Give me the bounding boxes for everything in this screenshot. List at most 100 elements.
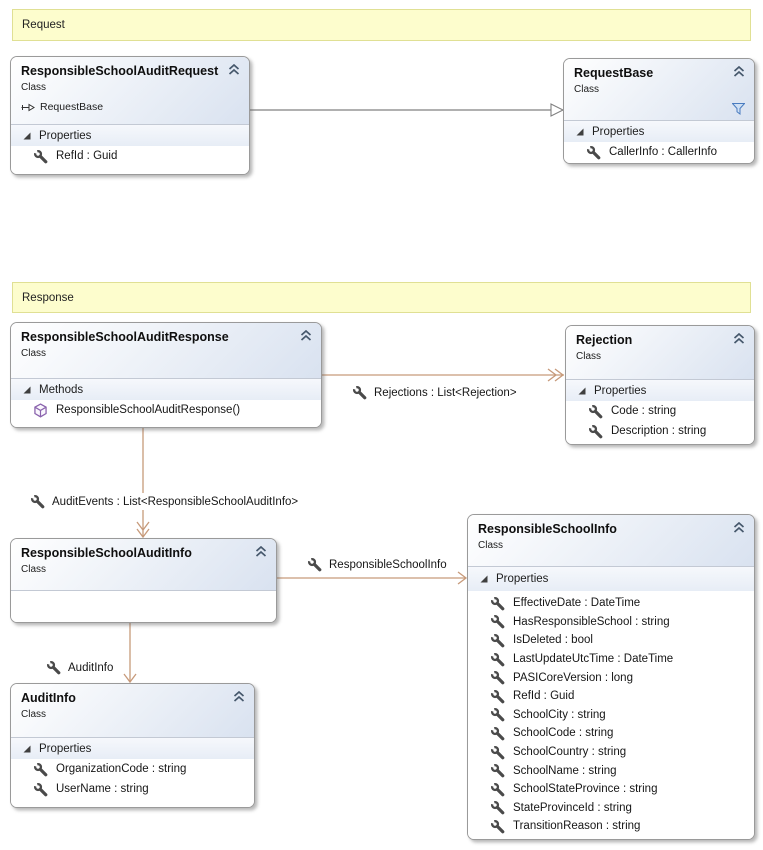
property-wrench-icon xyxy=(490,781,505,797)
filter-icon[interactable] xyxy=(732,103,745,115)
expander-icon[interactable] xyxy=(576,128,584,136)
section-label: Properties xyxy=(592,125,645,138)
chevron-arrowhead xyxy=(547,368,558,382)
comment-label: Request xyxy=(22,19,65,31)
chevron-arrowhead xyxy=(457,571,468,585)
property-row[interactable]: CallerInfo : CallerInfo xyxy=(564,142,754,162)
property-row[interactable]: SchoolCode : string xyxy=(468,724,754,743)
method-row[interactable]: ResponsibleSchoolAuditResponse() xyxy=(11,400,321,420)
property-wrench-icon xyxy=(490,651,505,666)
class-title: ResponsibleSchoolAuditRequest xyxy=(21,64,219,78)
class-box-responsible-school-audit-request[interactable]: ResponsibleSchoolAuditRequest Class Requ… xyxy=(10,56,250,175)
class-title: AuditInfo xyxy=(21,691,76,705)
class-box-rejection[interactable]: Rejection Class Properties Code : string xyxy=(565,325,755,445)
collapse-chevron-icon[interactable] xyxy=(733,66,745,77)
hollow-triangle-arrowhead xyxy=(550,103,565,117)
property-row[interactable]: TransitionReason : string xyxy=(468,817,754,836)
property-wrench-icon xyxy=(33,781,48,796)
member-text: LastUpdateUtcTime : DateTime xyxy=(513,653,674,666)
class-box-responsible-school-audit-response[interactable]: ResponsibleSchoolAuditResponse Class Met… xyxy=(10,322,322,428)
property-row[interactable]: HasResponsibleSchool : string xyxy=(468,613,754,632)
base-type-arrow-icon xyxy=(21,103,35,111)
expander-icon[interactable] xyxy=(23,745,31,753)
properties-section-header[interactable]: Properties xyxy=(11,125,249,146)
responsible-school-info-association-label[interactable]: ResponsibleSchoolInfo xyxy=(304,556,450,573)
class-header: AuditInfo Class xyxy=(11,684,254,738)
property-row[interactable]: Code : string xyxy=(566,401,754,421)
properties-section-header[interactable]: Properties xyxy=(468,567,754,591)
property-row[interactable]: RefId : Guid xyxy=(11,146,249,166)
properties-section-header[interactable]: Properties xyxy=(11,738,254,759)
property-row[interactable]: SchoolName : string xyxy=(468,761,754,780)
collapse-chevron-icon[interactable] xyxy=(228,64,240,75)
property-row[interactable]: PASICoreVersion : long xyxy=(468,668,754,687)
member-text: ResponsibleSchoolAuditResponse() xyxy=(56,404,241,416)
class-box-responsible-school-info[interactable]: ResponsibleSchoolInfo Class Properties E… xyxy=(467,514,755,840)
base-type-ref: RequestBase xyxy=(21,101,239,113)
comment-band-response[interactable]: Response xyxy=(12,282,751,313)
property-wrench-icon xyxy=(307,557,322,572)
audit-info-association-label[interactable]: AuditInfo xyxy=(43,659,117,676)
class-box-audit-info[interactable]: AuditInfo Class Properties OrganizationC… xyxy=(10,683,255,808)
property-row[interactable]: SchoolCountry : string xyxy=(468,743,754,762)
member-list: RefId : Guid xyxy=(11,146,249,174)
audit-events-association-label[interactable]: AuditEvents : List<ResponsibleSchoolAudi… xyxy=(27,493,302,510)
chevron-arrowhead xyxy=(136,528,150,539)
member-text: TransitionReason : string xyxy=(513,820,641,833)
properties-section-header[interactable]: Properties xyxy=(564,121,754,142)
class-kind: Class xyxy=(21,348,47,359)
property-wrench-icon xyxy=(490,763,505,778)
expander-icon[interactable] xyxy=(480,575,488,583)
section-label: Properties xyxy=(594,384,647,397)
methods-section-header[interactable]: Methods xyxy=(11,379,321,400)
member-list: EffectiveDate : DateTime HasResponsibleS… xyxy=(468,591,754,839)
property-row[interactable]: RefId : Guid xyxy=(468,687,754,706)
member-text: IsDeleted : bool xyxy=(513,634,593,647)
property-wrench-icon xyxy=(352,385,367,400)
audit-info-connector xyxy=(123,623,137,684)
property-row[interactable]: LastUpdateUtcTime : DateTime xyxy=(468,650,754,669)
collapse-chevron-icon[interactable] xyxy=(233,691,245,702)
property-wrench-icon xyxy=(33,148,48,163)
property-wrench-icon xyxy=(46,660,61,675)
property-row[interactable]: UserName : string xyxy=(11,779,254,799)
collapse-chevron-icon[interactable] xyxy=(733,522,745,533)
class-header: ResponsibleSchoolAuditResponse Class xyxy=(11,323,321,379)
comment-label: Response xyxy=(22,291,74,304)
class-kind: Class xyxy=(21,82,47,93)
member-text: EffectiveDate : DateTime xyxy=(513,597,641,610)
class-header: Rejection Class xyxy=(566,326,754,380)
class-kind: Class xyxy=(478,540,504,551)
expander-icon[interactable] xyxy=(23,386,31,394)
class-box-request-base[interactable]: RequestBase Class Properties xyxy=(563,58,755,164)
member-text: StateProvinceId : string xyxy=(513,801,632,814)
member-text: RefId : Guid xyxy=(56,150,118,162)
property-row[interactable]: StateProvinceId : string xyxy=(468,799,754,818)
empty-member-area xyxy=(11,591,276,622)
member-text: CallerInfo : CallerInfo xyxy=(609,146,718,158)
property-wrench-icon xyxy=(586,144,601,159)
property-wrench-icon xyxy=(490,595,505,611)
property-row[interactable]: Description : string xyxy=(566,421,754,441)
properties-section-header[interactable]: Properties xyxy=(566,380,754,401)
collapse-chevron-icon[interactable] xyxy=(255,546,267,557)
association-label-text: AuditInfo xyxy=(68,661,114,674)
property-row[interactable]: EffectiveDate : DateTime xyxy=(468,594,754,613)
property-row[interactable]: IsDeleted : bool xyxy=(468,631,754,650)
inheritance-connector xyxy=(250,103,565,117)
property-row[interactable]: SchoolCity : string xyxy=(468,706,754,725)
class-box-responsible-school-audit-info[interactable]: ResponsibleSchoolAuditInfo Class xyxy=(10,538,277,623)
collapse-chevron-icon[interactable] xyxy=(733,333,745,344)
expander-icon[interactable] xyxy=(23,132,31,140)
expander-icon[interactable] xyxy=(578,387,586,395)
member-list: ResponsibleSchoolAuditResponse() xyxy=(11,400,321,427)
rejections-association-label[interactable]: Rejections : List<Rejection> xyxy=(349,384,520,401)
property-row[interactable]: SchoolStateProvince : string xyxy=(468,780,754,799)
property-row[interactable]: OrganizationCode : string xyxy=(11,759,254,779)
member-list: CallerInfo : CallerInfo xyxy=(564,142,754,163)
responsible-school-info-connector xyxy=(277,571,468,585)
collapse-chevron-icon[interactable] xyxy=(300,330,312,341)
comment-band-request[interactable]: Request xyxy=(12,9,751,41)
member-text: PASICoreVersion : long xyxy=(513,671,633,684)
